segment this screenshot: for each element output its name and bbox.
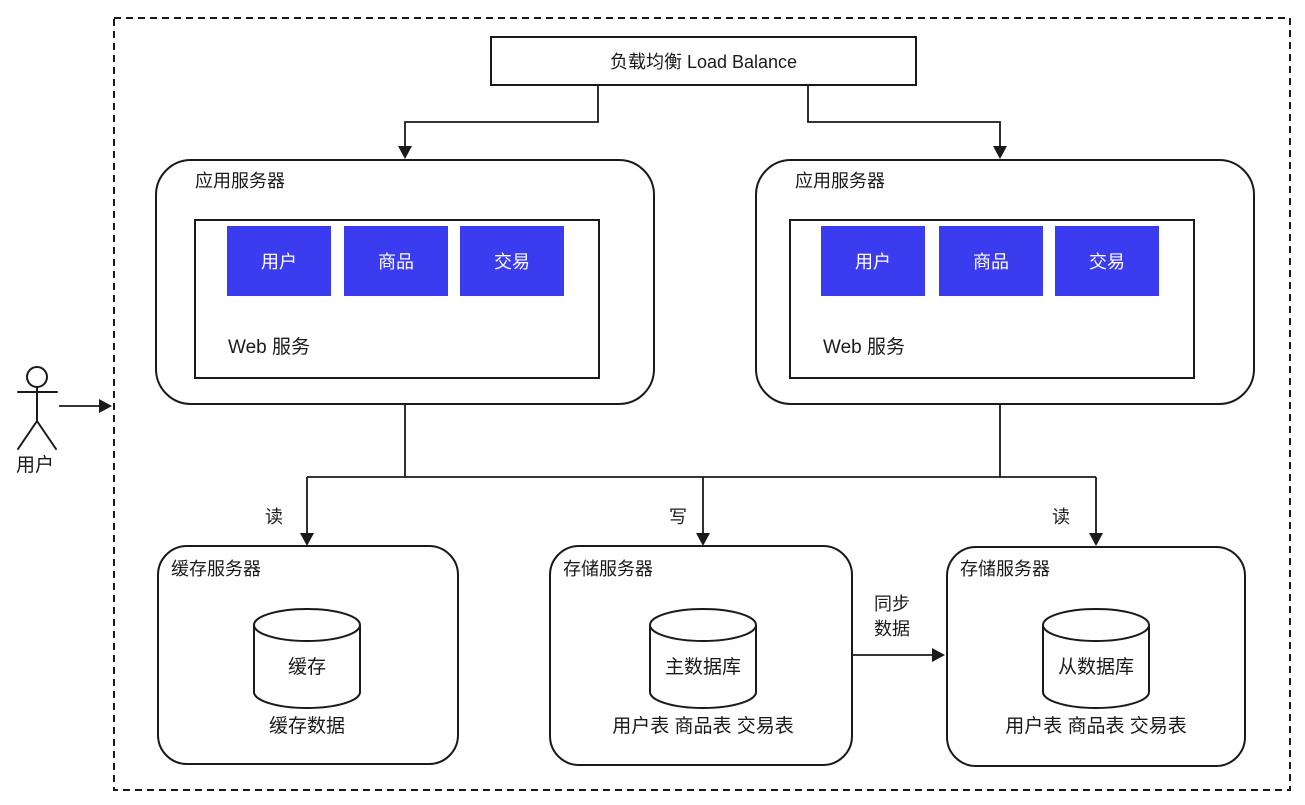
module-box-product-right: 商品: [939, 226, 1043, 296]
sync-data-label-line2: 数据: [874, 619, 910, 639]
sync-data-label: 同步 数据: [874, 592, 910, 642]
master-tables-label: 用户表 商品表 交易表: [612, 716, 794, 737]
slave-tables-label: 用户表 商品表 交易表: [1005, 716, 1187, 737]
actor-head: [26, 366, 48, 388]
actor-body: [17, 386, 58, 450]
slave-db-label: 从数据库: [1057, 657, 1135, 678]
master-db-label: 主数据库: [664, 657, 742, 678]
app-server-title-left: 应用服务器: [195, 171, 285, 191]
module-box-product-left: 商品: [344, 226, 448, 296]
web-service-label-left: Web 服务: [228, 337, 311, 358]
cache-server-title: 缓存服务器: [171, 559, 261, 579]
user-actor-icon: [17, 366, 58, 450]
arrowhead-read-right: [1089, 533, 1103, 546]
arrowhead-user: [99, 399, 112, 413]
lb-to-right-app-connector: [807, 86, 1001, 147]
storage-server-title-slave: 存储服务器: [960, 559, 1050, 579]
arrowhead-left-app: [398, 146, 412, 159]
cache-db-label: 缓存: [287, 657, 327, 678]
load-balancer-node: 负载均衡 Load Balance: [490, 36, 917, 86]
actor-label: 用户: [16, 455, 55, 476]
edge-label-write: 写: [669, 507, 687, 527]
arrowhead-sync: [932, 648, 945, 662]
arrowhead-right-app: [993, 146, 1007, 159]
module-box-trade-left: 交易: [460, 226, 564, 296]
cache-tables-label: 缓存数据: [268, 716, 346, 737]
sync-data-label-line1: 同步: [874, 594, 910, 614]
app-server-title-right: 应用服务器: [795, 171, 885, 191]
load-balancer-label: 负载均衡 Load Balance: [609, 52, 798, 72]
edge-label-read-left: 读: [265, 507, 283, 527]
storage-server-title-master: 存储服务器: [563, 559, 653, 579]
edge-label-read-right: 读: [1052, 507, 1070, 527]
module-box-user-left: 用户: [227, 226, 331, 296]
module-box-user-right: 用户: [821, 226, 925, 296]
web-service-label-right: Web 服务: [823, 337, 906, 358]
module-box-trade-right: 交易: [1055, 226, 1159, 296]
lb-to-left-app-connector: [404, 86, 599, 147]
